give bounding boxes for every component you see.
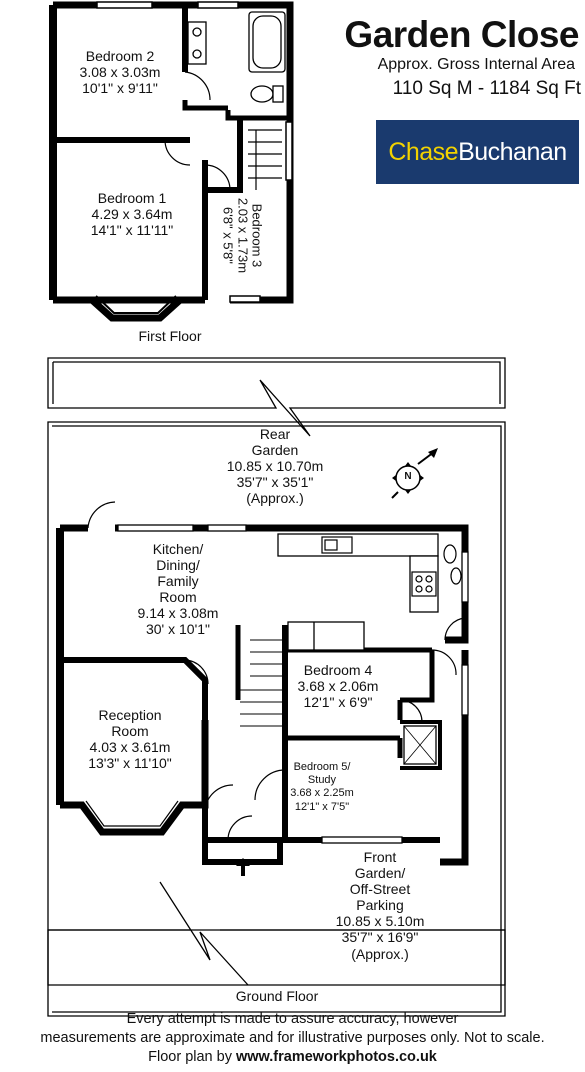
disclaimer-line-1: Every attempt is made to assure accuracy… [126, 1011, 459, 1027]
total-area: 110 Sq M - 1184 Sq Ft [392, 78, 581, 99]
room-label-bedroom-2: Bedroom 2 3.08 x 3.03m 10'1" x 9'11" [79, 48, 161, 97]
shower-icon [403, 725, 437, 765]
sink-icon [321, 536, 353, 554]
hob-icon [411, 571, 437, 597]
property-title: Garden Close [344, 14, 579, 55]
sink-icon [187, 21, 207, 65]
bath-icon [248, 11, 286, 73]
room-label-kitchen: Kitchen/ Dining/ Family Room 9.14 x 3.08… [137, 541, 219, 638]
compass-icon [391, 448, 438, 499]
ground-floor-label: Ground Floor [235, 988, 319, 1004]
room-label-bedroom-1: Bedroom 1 4.29 x 3.64m 14'1" x 11'11" [90, 190, 174, 239]
room-label-bedroom-4: Bedroom 4 3.68 x 2.06m 12'1" x 6'9" [297, 662, 379, 711]
room-label-front-garden: Front Garden/ Off-Street Parking 10.85 x… [335, 849, 425, 962]
rear-garden-boundary [47, 357, 506, 1017]
entrance-arrow-icon [236, 858, 250, 876]
logo-part-1: Chase [388, 137, 459, 166]
logo-part-2: Buchanan [458, 137, 567, 166]
credit-prefix: Floor plan by [148, 1049, 232, 1065]
disclaimer-line-2: measurements are approximate and for ill… [40, 1030, 545, 1046]
room-label-reception: Reception Room 4.03 x 3.61m 13'3" x 11'1… [88, 707, 172, 772]
area-subtitle: Approx. Gross Internal Area [377, 56, 575, 73]
front-boundary-break [159, 881, 249, 986]
first-floor-label: First Floor [138, 328, 202, 344]
room-label-rear-garden: Rear Garden 10.85 x 10.70m 35'7" x 35'1"… [226, 426, 324, 507]
first-floor-plan [49, 1, 294, 322]
toilet-icon [443, 544, 462, 585]
toilet-icon [250, 85, 284, 103]
room-label-bedroom-5: Bedroom 5/ Study 3.68 x 2.25m 12'1" x 7'… [290, 761, 354, 813]
ground-floor-plan [56, 501, 469, 866]
compass-north-letter: N [404, 471, 412, 482]
credit-line: Floor plan by www.frameworkphotos.co.uk [0, 1048, 585, 1066]
credit-link[interactable]: www.frameworkphotos.co.uk [235, 1049, 437, 1065]
room-label-bedroom-3: Bedroom 3 2.03 x 1.73m 6'8" x 5'8" [220, 197, 265, 274]
